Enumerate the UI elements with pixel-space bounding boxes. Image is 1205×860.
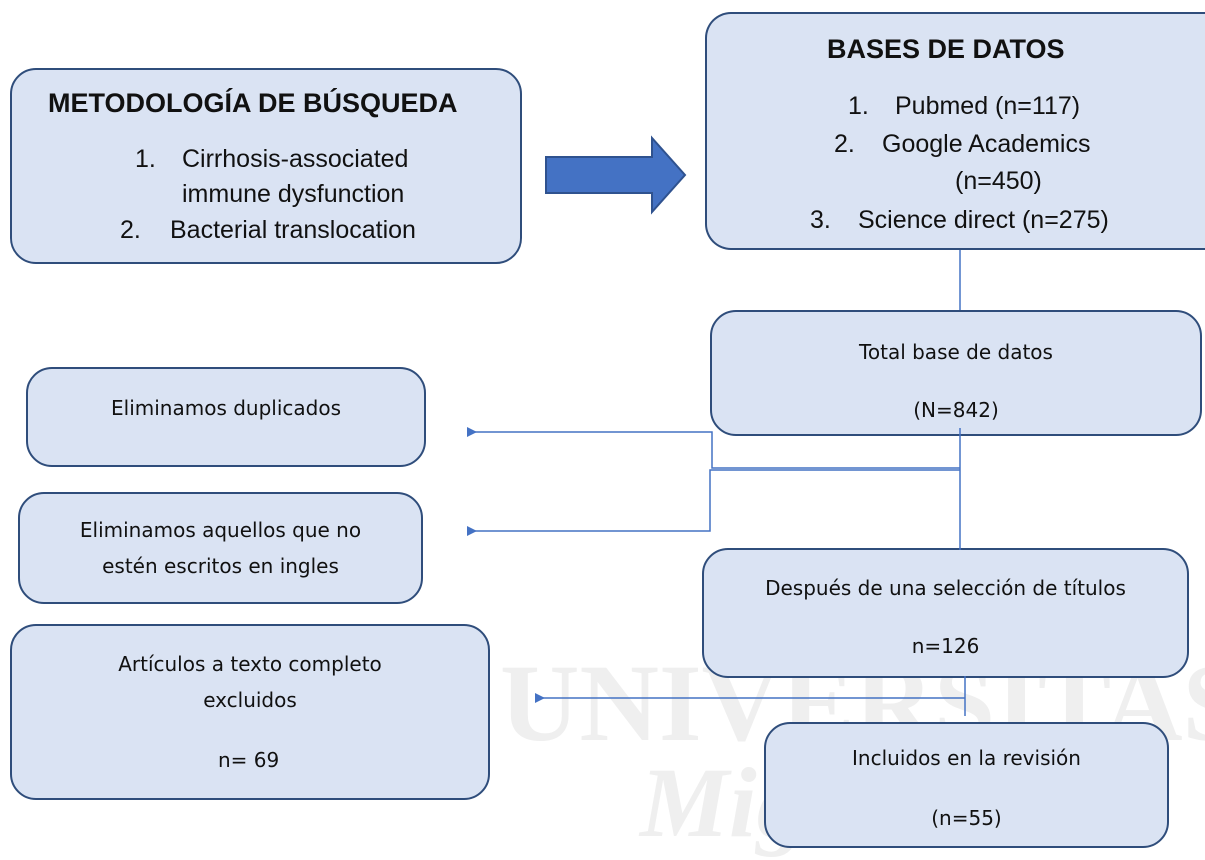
search-item-1-number: 1. <box>135 145 156 173</box>
included-count: (n=55) <box>931 806 1002 830</box>
fulltext-excluded-line-1: Artículos a texto completo <box>118 652 382 676</box>
database-item-2-number: 2. <box>834 130 855 158</box>
remove-non-english-line-2: estén escritos en ingles <box>102 554 339 578</box>
title-screening-label: Después de una selección de títulos <box>765 576 1126 600</box>
remove-non-english-line-1: Eliminamos aquellos que no <box>79 518 362 542</box>
included-box <box>764 722 1169 848</box>
total-database-count: (N=842) <box>913 398 999 422</box>
database-item-3-text: Science direct (n=275) <box>858 206 1109 234</box>
database-item-1-text: Pubmed (n=117) <box>895 92 1081 120</box>
right-arrow-icon <box>545 135 687 215</box>
search-item-2-text: Bacterial translocation <box>170 216 416 244</box>
fulltext-excluded-box <box>10 624 490 800</box>
databases-box-right-edge <box>1160 12 1205 250</box>
database-item-1-number: 1. <box>848 92 869 120</box>
search-methodology-title: METODOLOGÍA DE BÚSQUEDA <box>48 88 458 118</box>
remove-duplicates-box <box>26 367 426 467</box>
fulltext-excluded-count: n= 69 <box>218 748 280 772</box>
databases-title: BASES DE DATOS <box>827 34 1065 64</box>
search-item-1-line-1: Cirrhosis-associated <box>182 145 409 173</box>
title-screening-count: n=126 <box>911 634 980 658</box>
connector-to-language <box>467 469 960 536</box>
database-item-2-line-1: Google Academics <box>882 130 1091 158</box>
database-item-3-number: 3. <box>810 206 831 234</box>
search-item-2-number: 2. <box>120 216 141 244</box>
database-item-2-line-2: (n=450) <box>955 167 1042 195</box>
remove-non-english-box <box>18 492 423 604</box>
total-database-box <box>710 310 1202 436</box>
remove-duplicates-label: Eliminamos duplicados <box>111 396 341 420</box>
connector-to-duplicates <box>467 427 960 469</box>
included-label: Incluidos en la revisión <box>852 746 1081 770</box>
databases-box <box>705 12 1205 250</box>
total-database-label: Total base de datos <box>859 340 1053 364</box>
fulltext-excluded-line-2: excluidos <box>203 688 297 712</box>
title-screening-box <box>702 548 1189 678</box>
search-item-1-line-2: immune dysfunction <box>182 180 405 208</box>
search-methodology-box <box>10 68 522 264</box>
